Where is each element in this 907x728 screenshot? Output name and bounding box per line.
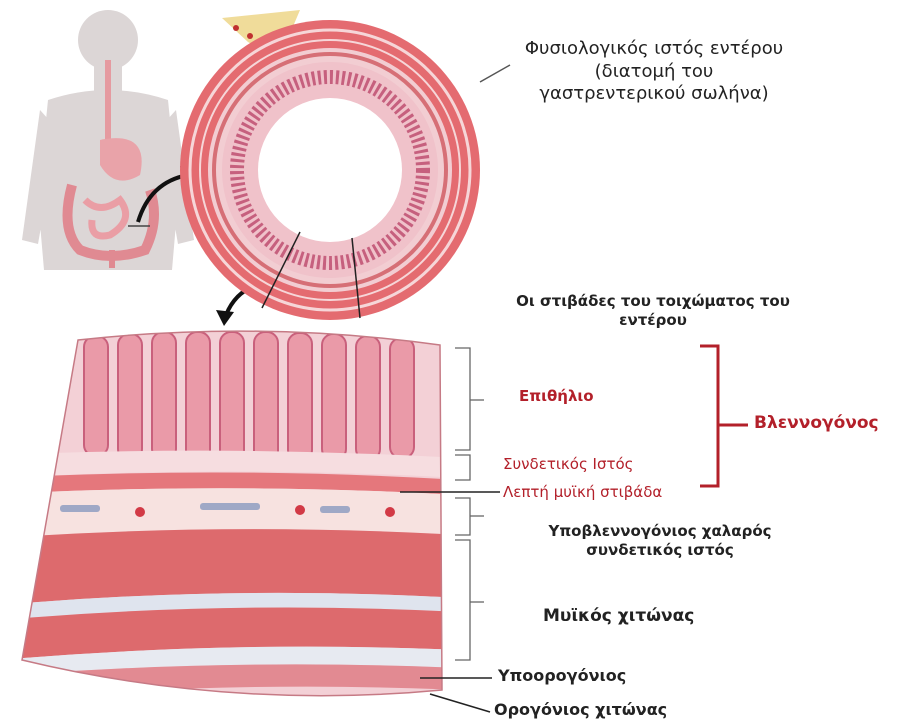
- layer-brackets: [455, 348, 484, 660]
- layers-title: Οι στιβάδες του τοιχώματος του εντέρου: [483, 292, 823, 330]
- submucosa-label: Υποβλεννογόνιος χαλαρός συνδετικός ιστός: [510, 522, 810, 560]
- human-figure: [22, 10, 194, 270]
- mucosa-label: Βλεννογόνος: [754, 413, 879, 434]
- epithelium-label: Επιθήλιο: [519, 387, 594, 406]
- connective-tissue-label: Συνδετικός Ιστός: [503, 455, 633, 474]
- cross-section-title: Φυσιολογικός ιστός εντέρου (διατομή του …: [520, 38, 788, 106]
- cross-section: [180, 20, 480, 320]
- wall-layers: [0, 300, 460, 728]
- subserosa-label: Υποορογόνιος: [498, 666, 626, 686]
- muscularis-label: Μυϊκός χιτώνας: [543, 606, 694, 627]
- muscularis-mucosae-label: Λεπτή μυϊκή στιβάδα: [503, 483, 662, 502]
- serosa-label: Ορογόνιος χιτώνας: [494, 700, 667, 720]
